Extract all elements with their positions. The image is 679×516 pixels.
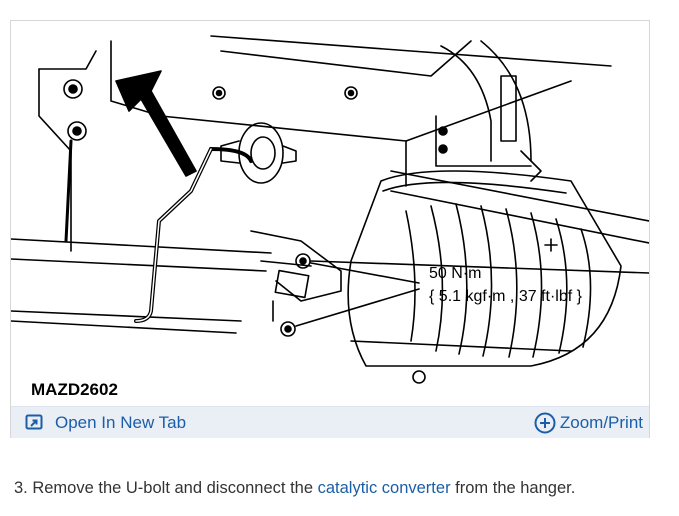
open-in-new-tab-label: Open In New Tab bbox=[55, 413, 187, 432]
figure-card: 50 N·m { 5.1 kgf·m , 37 ft·lbf } MAZD260… bbox=[10, 20, 650, 438]
zoom-print-link[interactable]: Zoom/Print bbox=[534, 412, 643, 434]
figure-label: MAZD2602 bbox=[31, 380, 118, 399]
open-in-new-tab-link[interactable]: Open In New Tab bbox=[25, 412, 186, 434]
step-suffix: from the hanger. bbox=[450, 479, 576, 497]
figure-toolbar: Open In New Tab Zoom/Print bbox=[11, 406, 649, 438]
catalytic-converter-link[interactable]: catalytic converter bbox=[317, 479, 451, 497]
zoom-plus-icon bbox=[534, 412, 556, 434]
exhaust-diagram: 50 N·m { 5.1 kgf·m , 37 ft·lbf } MAZD260… bbox=[11, 21, 649, 407]
step-prefix: 3. Remove the U-bolt and disconnect the bbox=[14, 479, 318, 497]
step-instruction: 3. Remove the U-bolt and disconnect the … bbox=[14, 479, 575, 498]
zoom-print-label: Zoom/Print bbox=[559, 413, 643, 432]
torque-value: 50 N·m bbox=[429, 265, 481, 282]
open-new-tab-icon bbox=[25, 414, 43, 432]
torque-detail: { 5.1 kgf·m , 37 ft·lbf } bbox=[429, 288, 583, 305]
